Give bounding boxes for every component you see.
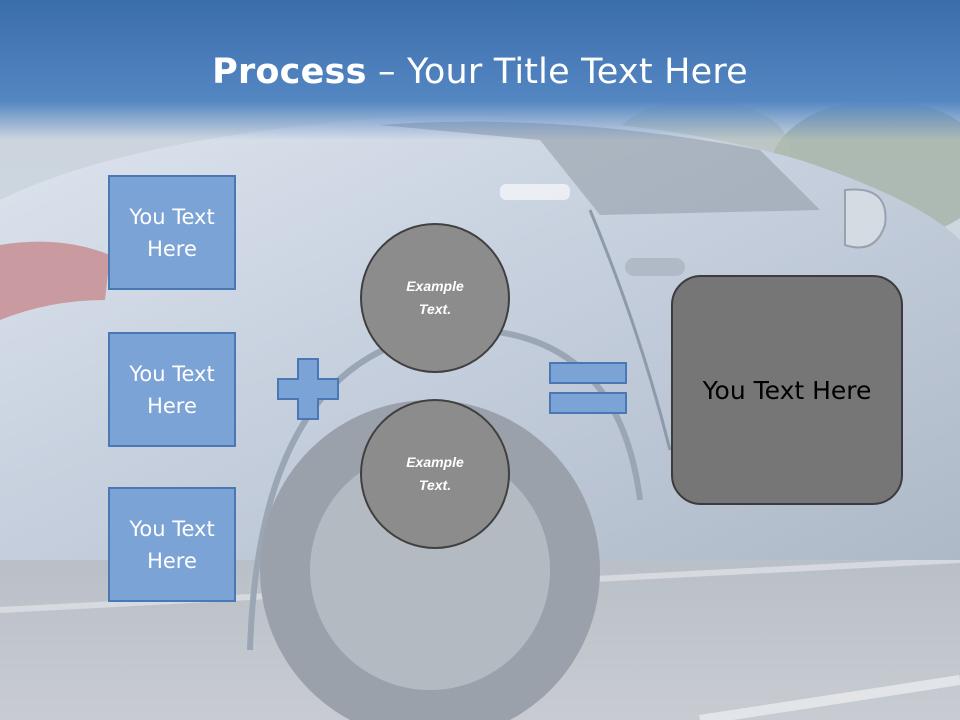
example-circle-1[interactable]: Example Text. [360,223,510,373]
plus-icon [277,358,339,420]
example-circle-label: Example Text. [406,454,464,493]
left-text-box-label: You Text Here [129,516,215,573]
title-bold-part: Process [212,52,367,92]
left-text-box-2[interactable]: You Text Here [108,332,236,447]
left-text-box-label: You Text Here [129,361,215,418]
title-rest-part: – Your Title Text Here [366,52,748,92]
example-circle-label: Example Text. [406,278,464,317]
left-text-box-3[interactable]: You Text Here [108,487,236,602]
example-circle-2[interactable]: Example Text. [360,399,510,549]
result-box-label: You Text Here [702,375,872,405]
equals-icon [549,362,627,414]
title-bar [0,0,960,140]
slide-title[interactable]: Process – Your Title Text Here [0,52,960,92]
result-box[interactable]: You Text Here [671,275,903,505]
left-text-box-label: You Text Here [129,204,215,261]
left-text-box-1[interactable]: You Text Here [108,175,236,290]
